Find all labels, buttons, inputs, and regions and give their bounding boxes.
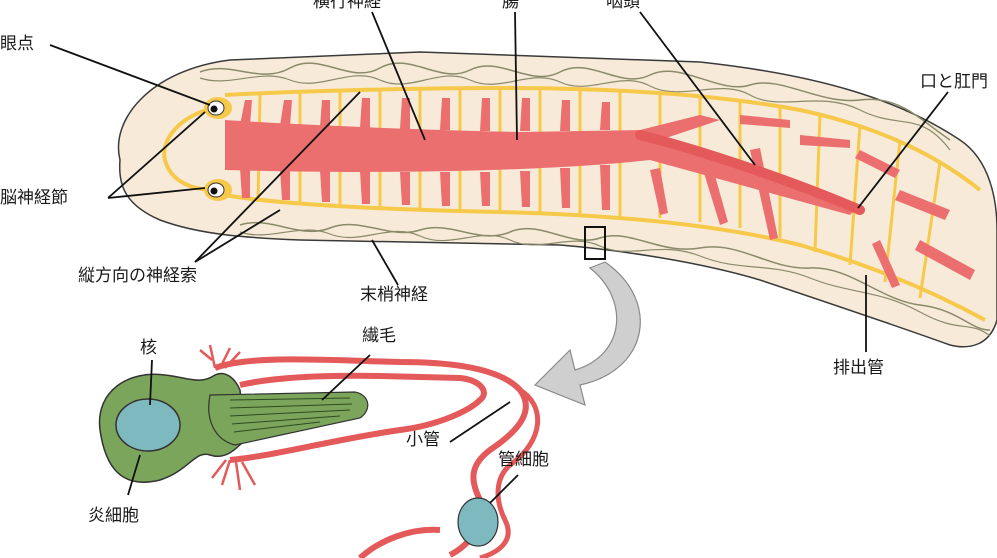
tubule-bottom xyxy=(357,526,441,558)
pharynx xyxy=(635,130,865,215)
detail-box xyxy=(584,226,606,260)
tubule-wall-lower xyxy=(229,372,487,463)
peripheral-nerve-net-bottom xyxy=(239,221,991,331)
label-cilia: 繊毛 xyxy=(362,326,396,346)
label-eyespot: 眼点 xyxy=(0,34,34,54)
nerve-cord-upper xyxy=(224,85,982,192)
tubule-wall-outer xyxy=(479,387,541,558)
brain-loop xyxy=(162,106,216,192)
eyespot-upper xyxy=(204,97,232,119)
nucleus xyxy=(115,398,181,452)
leader-lines xyxy=(49,11,949,504)
intestine-trunk xyxy=(225,115,860,215)
label-peripheral-nerve: 末梢神経 xyxy=(360,285,428,305)
label-intestine: 腸 xyxy=(502,0,519,12)
label-pharynx: 咽頭 xyxy=(606,0,640,12)
tubule-cell-nucleus xyxy=(457,497,499,547)
label-tubule: 小管 xyxy=(406,430,440,450)
peripheral-nerve-net-top xyxy=(199,62,951,141)
label-flame-cell: 炎細胞 xyxy=(88,506,139,526)
label-mouth-anus: 口と肛門 xyxy=(920,72,988,92)
label-tubule-cell: 管細胞 xyxy=(498,450,549,470)
flame-cell-fringes xyxy=(199,344,257,491)
label-nucleus: 核 xyxy=(140,338,157,358)
label-cerebral-ganglia: 脳神経節 xyxy=(0,188,68,208)
eyespot-lower xyxy=(204,179,232,201)
label-transverse-nerve: 横行神経 xyxy=(313,0,381,12)
zoom-arrow xyxy=(533,261,641,406)
peripheral-nerve-net-bottom2 xyxy=(239,229,991,337)
peripheral-nerve-net-top2 xyxy=(199,75,951,151)
label-longitudinal-nerve-cords: 縦方向の神経索 xyxy=(78,266,197,286)
label-excretory-canal: 排出管 xyxy=(833,358,884,378)
intestine-branches xyxy=(240,98,975,288)
